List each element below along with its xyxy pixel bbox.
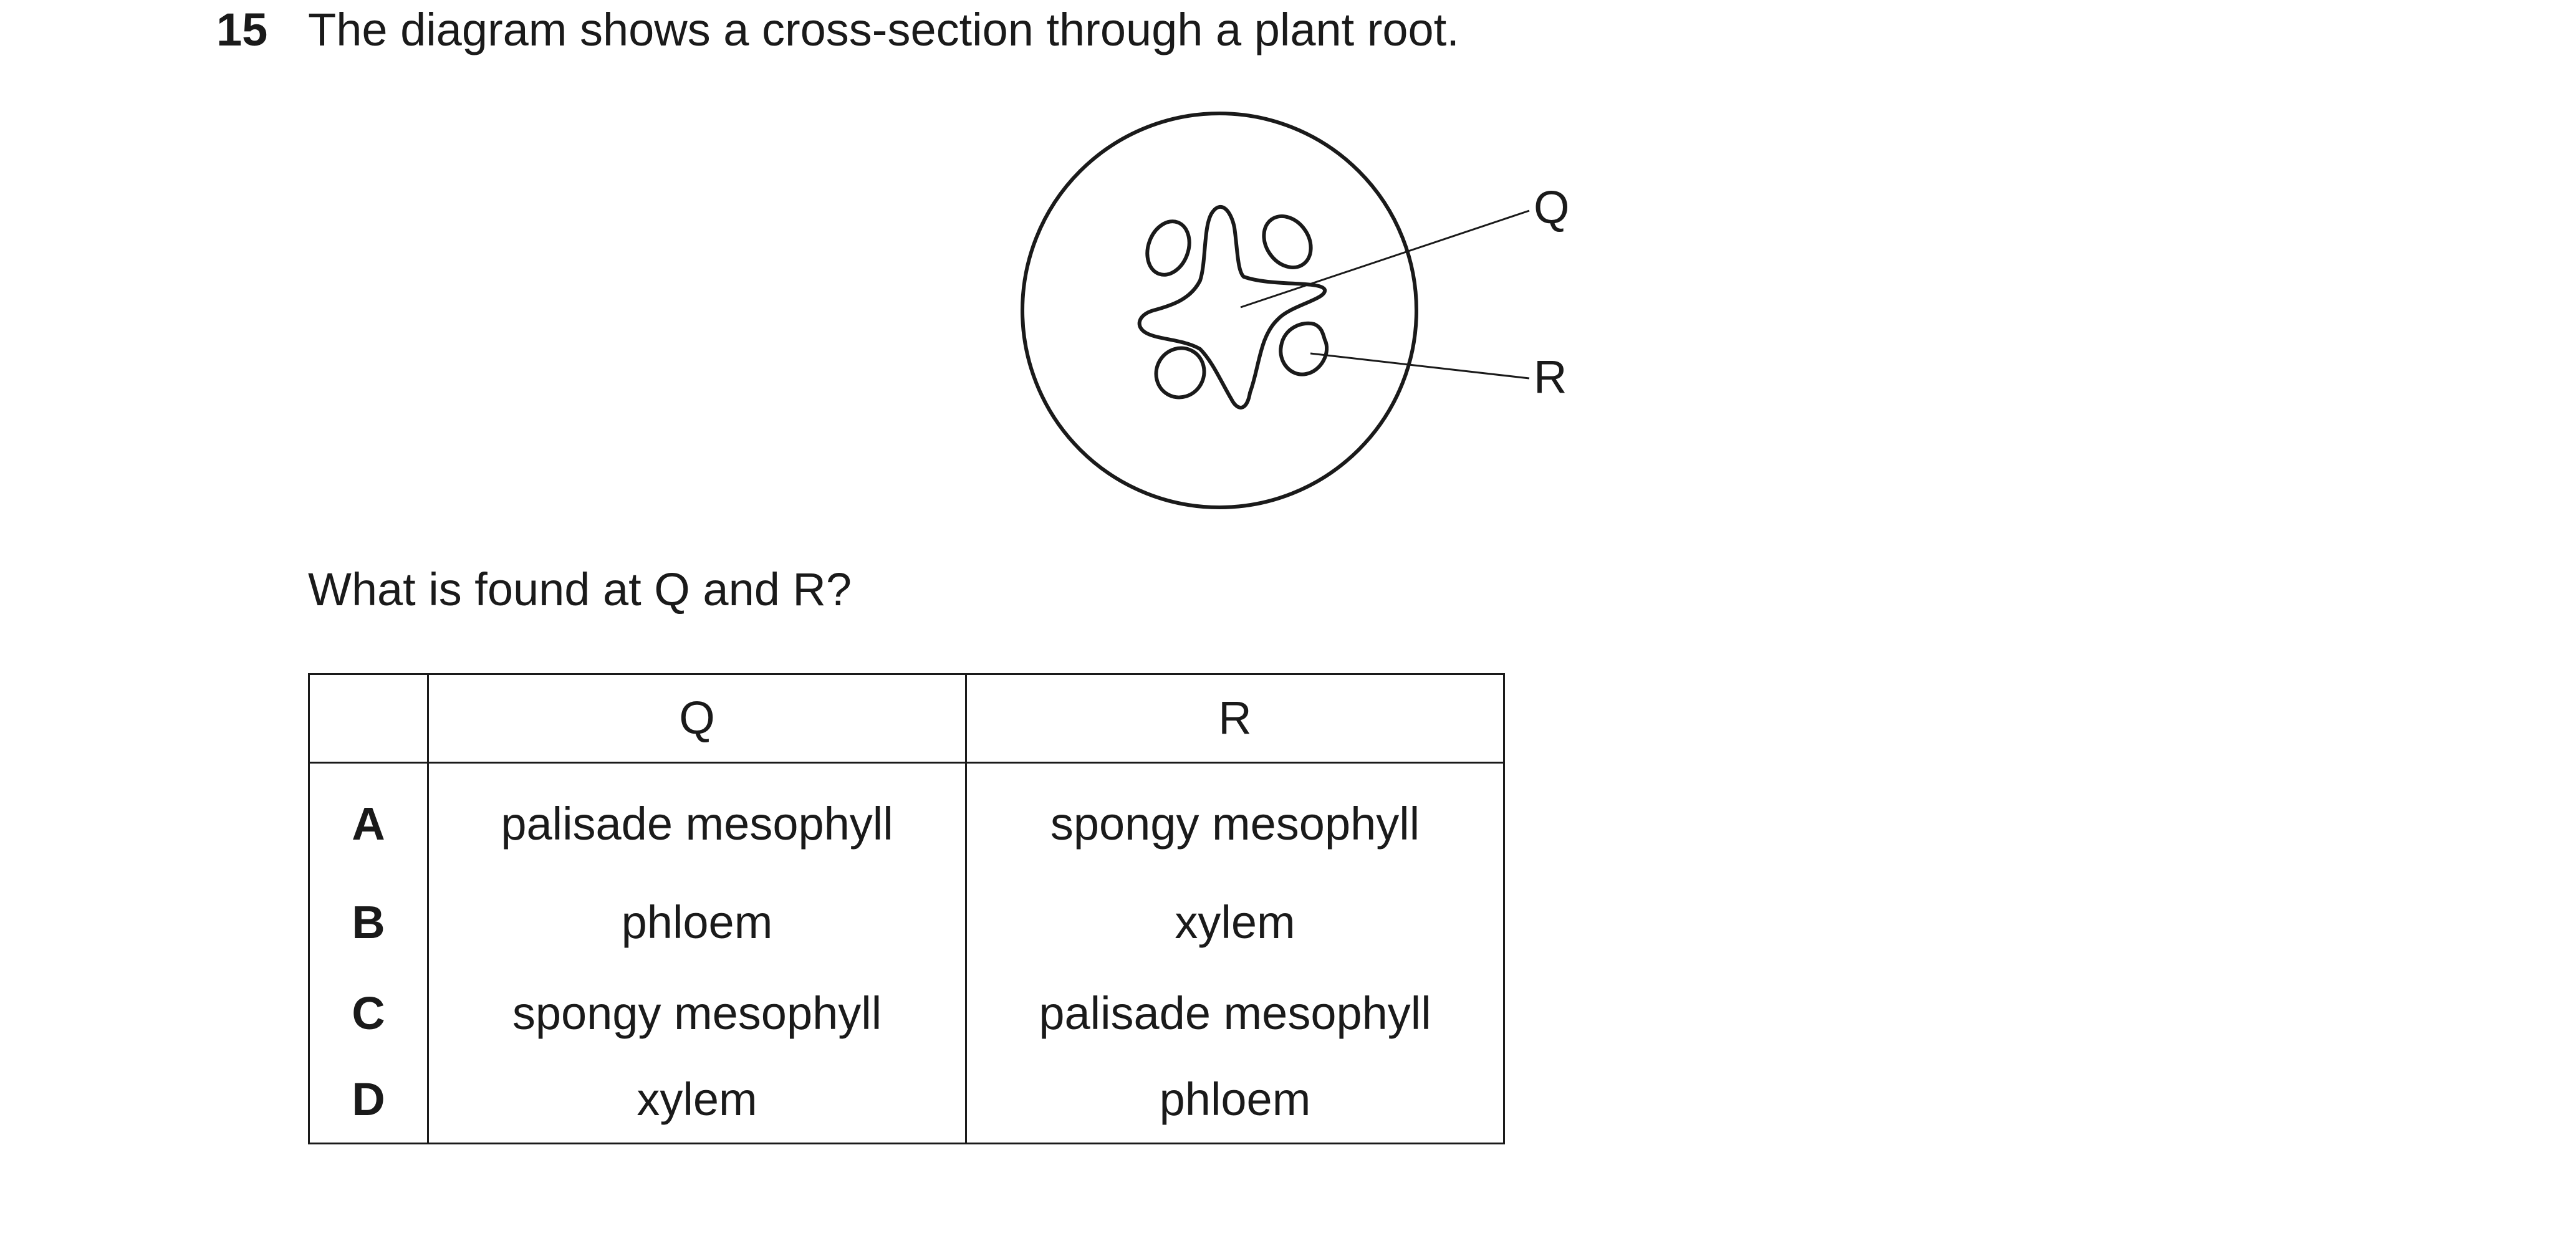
option-q-cell: phloem <box>427 877 967 968</box>
label-line-r <box>1310 352 1530 380</box>
phloem-patch-top-left <box>1145 219 1191 277</box>
xylem-star <box>1137 205 1327 410</box>
root-outline <box>1021 112 1418 509</box>
root-cross-section-diagram: Q R <box>985 100 1584 524</box>
label-r: R <box>1534 351 1567 403</box>
option-row-c[interactable]: C spongy mesophyll palisade mesophyll <box>308 968 1505 1059</box>
option-r-cell: spongy mesophyll <box>965 762 1505 877</box>
header-r: R <box>965 673 1505 764</box>
option-q-cell: spongy mesophyll <box>427 968 967 1059</box>
table-header-row: Q R <box>308 673 1505 764</box>
option-r-cell: xylem <box>965 877 1505 968</box>
question-stem: The diagram shows a cross-section throug… <box>308 4 1459 55</box>
phloem-patch-top-right <box>1262 214 1313 269</box>
option-q-cell: xylem <box>427 1059 967 1144</box>
question-number: 15 <box>216 4 268 55</box>
option-row-b[interactable]: B phloem xylem <box>308 877 1505 968</box>
option-r-cell: phloem <box>965 1059 1505 1144</box>
option-row-a[interactable]: A palisade mesophyll spongy mesophyll <box>308 762 1505 877</box>
question-prompt: What is found at Q and R? <box>308 563 852 615</box>
option-letter: B <box>308 877 429 968</box>
answer-options-table: Q R A palisade mesophyll spongy mesophyl… <box>308 673 1505 1144</box>
option-letter: C <box>308 968 429 1059</box>
option-letter: D <box>308 1059 429 1144</box>
label-line-q <box>1240 209 1530 309</box>
phloem-patch-bottom-right <box>1279 321 1329 376</box>
option-r-cell: palisade mesophyll <box>965 968 1505 1059</box>
label-q: Q <box>1534 181 1570 233</box>
header-blank <box>308 673 429 764</box>
header-q: Q <box>427 673 967 764</box>
option-q-cell: palisade mesophyll <box>427 762 967 877</box>
option-letter: A <box>308 762 429 877</box>
phloem-patch-bottom-left <box>1154 346 1206 400</box>
option-row-d[interactable]: D xylem phloem <box>308 1059 1505 1144</box>
